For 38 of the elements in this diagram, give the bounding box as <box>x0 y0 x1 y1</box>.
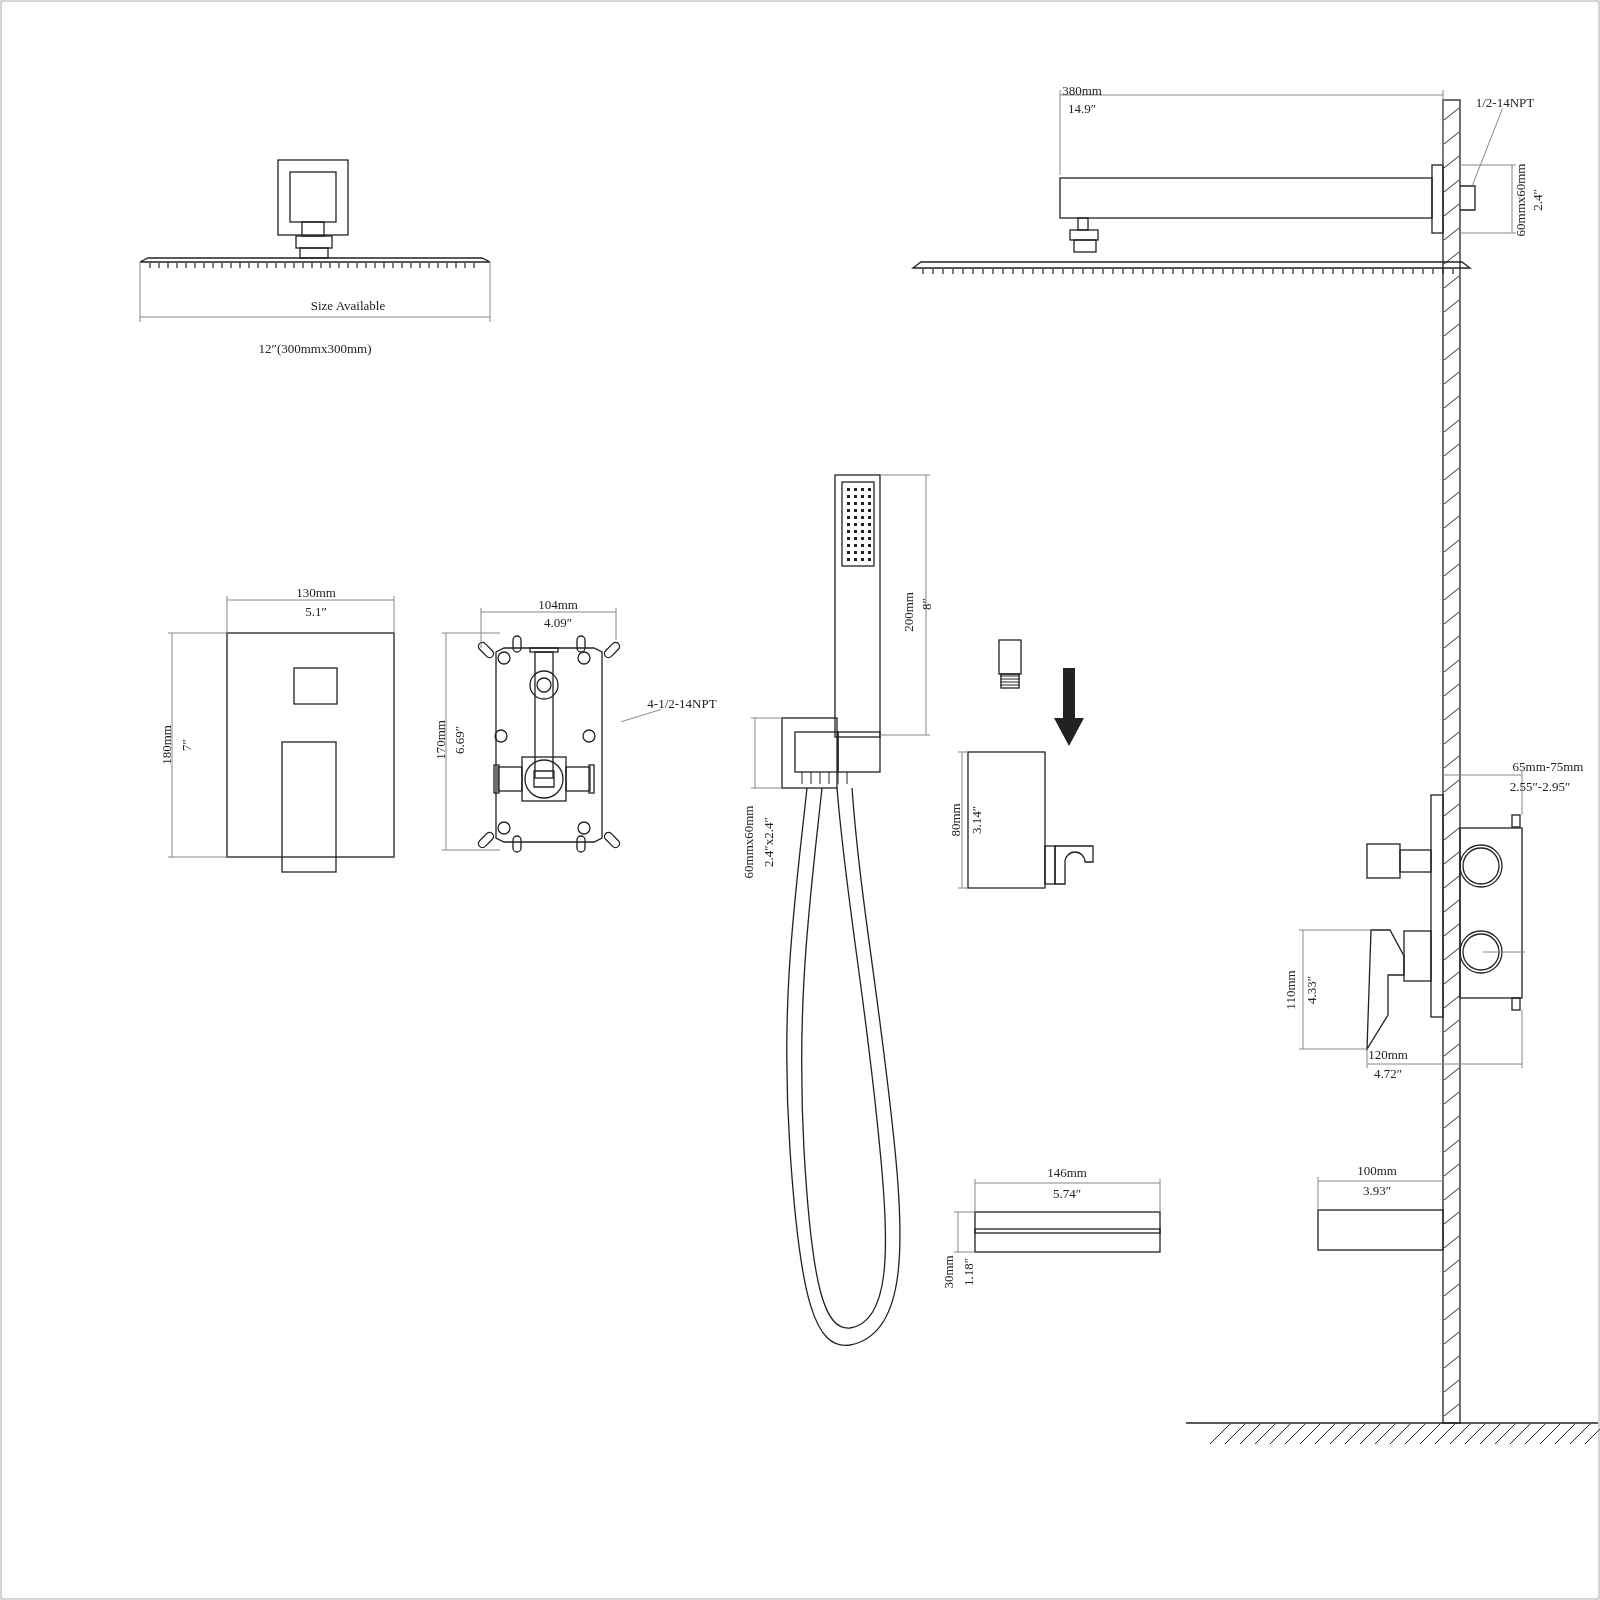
dimension-text: 130mm <box>296 585 336 599</box>
note-text: Size Available <box>310 298 386 312</box>
dimension-text: 1.18″ <box>961 1257 975 1287</box>
dimension-text: 8″ <box>919 598 933 610</box>
dimension-text: 4.09″ <box>543 615 573 629</box>
dimension-text: 110mm <box>1283 970 1297 1010</box>
dimension-text: 3.14″ <box>969 805 983 835</box>
dimension-text: 65mm-75mm <box>1512 759 1584 773</box>
thread-spec-label: 1/2-14NPT <box>1475 95 1535 109</box>
dimension-text: 2.4″ <box>1530 189 1544 211</box>
dimension-text: 3.93″ <box>1362 1183 1392 1197</box>
dimension-text: 7″ <box>179 739 193 751</box>
dimension-text: 100mm <box>1357 1163 1397 1177</box>
dimension-text: 6.69″ <box>452 725 466 755</box>
dimension-text: 2.4″x2.4″ <box>761 817 775 867</box>
dimension-text: 104mm <box>538 597 578 611</box>
dimension-text: 4.72″ <box>1373 1066 1403 1080</box>
dimension-text: 5.74″ <box>1052 1186 1082 1200</box>
dimension-text: 146mm <box>1047 1165 1087 1179</box>
dimension-text: 170mm <box>433 720 447 760</box>
dimension-text: 14.9″ <box>1067 101 1097 115</box>
dimension-text: 2.55″-2.95″ <box>1509 779 1571 793</box>
dimension-text: 5.1″ <box>305 604 327 618</box>
dimension-text: 4.33″ <box>1304 975 1318 1005</box>
dimension-text: 80mm <box>948 803 962 837</box>
dimension-text: 60mmx60mm <box>741 805 755 879</box>
dimension-text: 120mm <box>1368 1047 1408 1061</box>
dimension-text: 180mm <box>159 725 173 765</box>
pipe-nipple-drawing <box>1459 185 1476 211</box>
dimension-text: 30mm <box>941 1255 955 1289</box>
dimension-text: 12″(300mmx300mm) <box>258 341 372 355</box>
leader-line <box>620 709 662 723</box>
valve-box-drawing <box>476 635 622 853</box>
dimension-text: 200mm <box>901 592 915 632</box>
dimension-text: 380mm <box>1062 83 1102 97</box>
thread-spec-label: 4-1/2-14NPT <box>647 696 717 710</box>
leader-line <box>1471 108 1503 187</box>
dimension-text: 60mmx60mm <box>1513 163 1527 237</box>
